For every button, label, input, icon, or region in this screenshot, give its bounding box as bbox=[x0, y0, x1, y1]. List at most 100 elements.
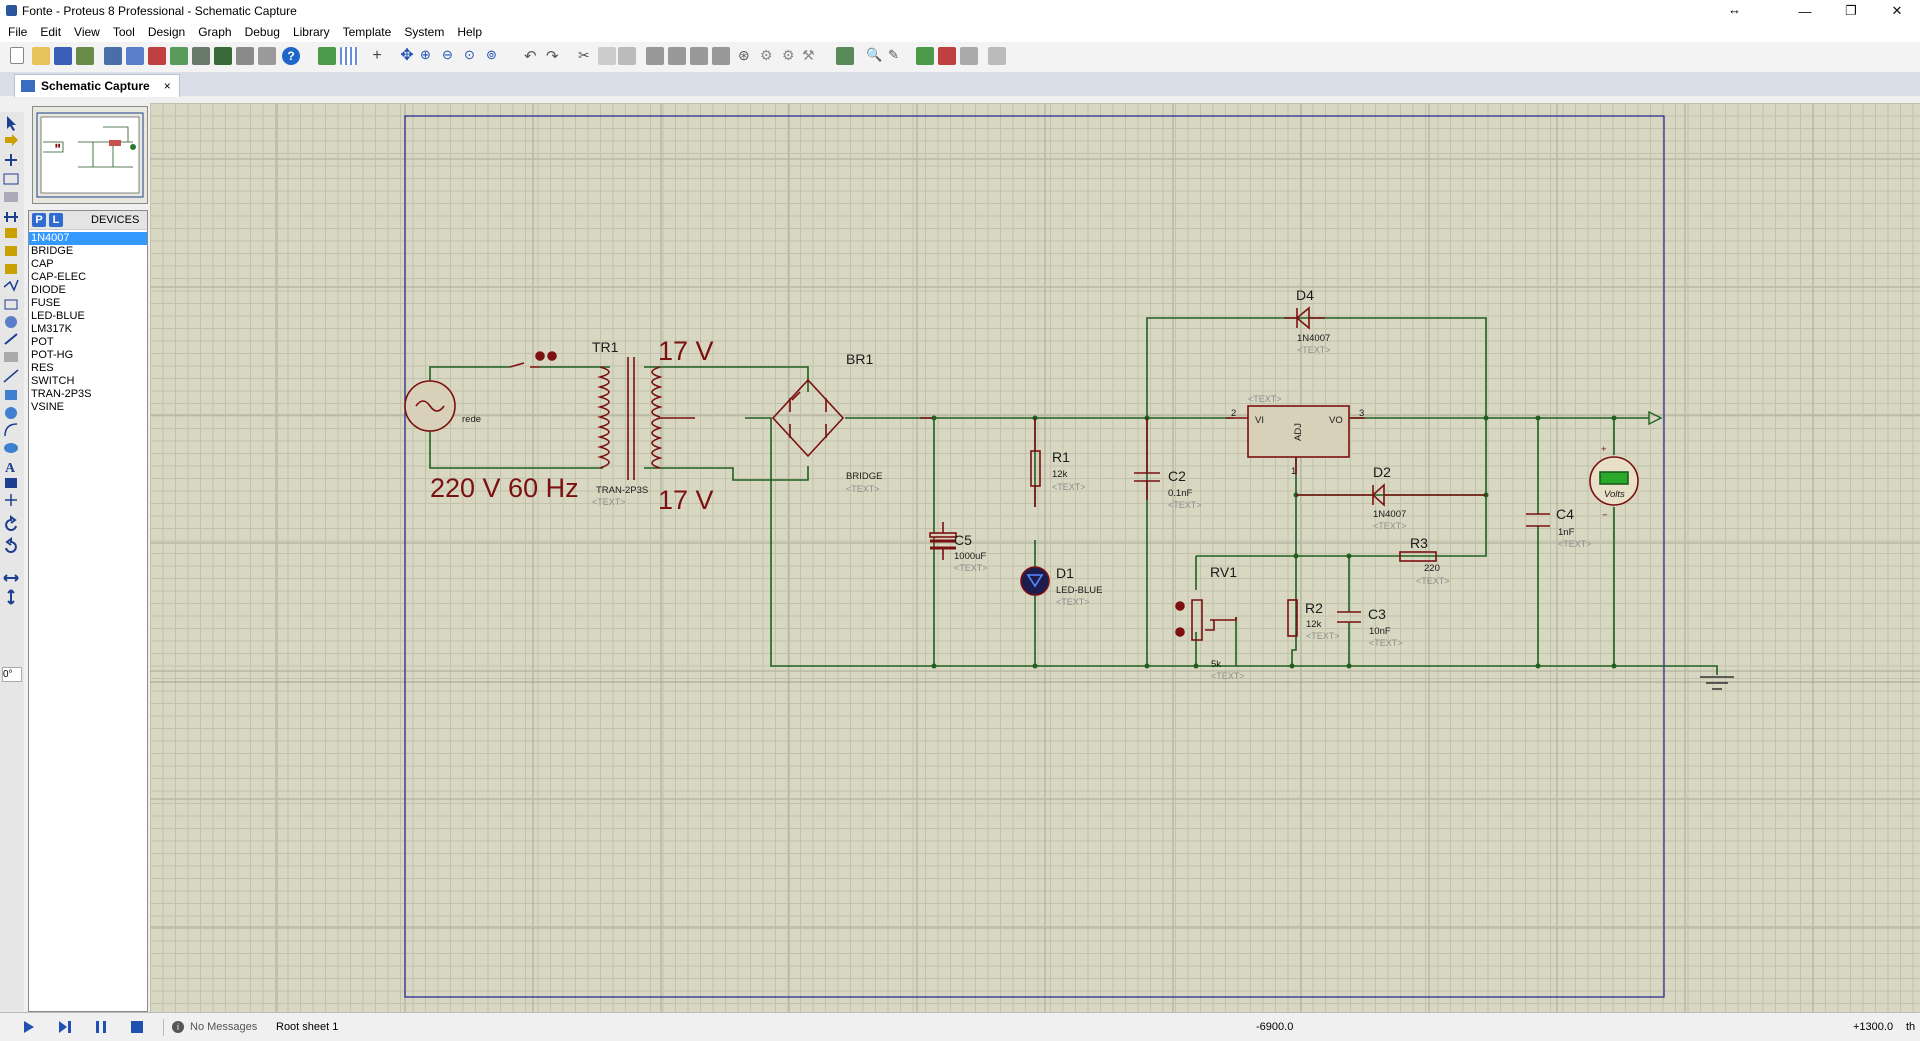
list-item[interactable]: VSINE bbox=[31, 401, 65, 413]
wire-autorouter-icon[interactable] bbox=[836, 47, 854, 65]
packaging-icon[interactable]: ⚙ bbox=[782, 47, 795, 63]
pcb-icon[interactable] bbox=[148, 47, 166, 65]
maximize-button[interactable]: ❐ bbox=[1845, 3, 1857, 18]
mode-tool-icons[interactable]: A bbox=[0, 112, 24, 732]
list-item[interactable]: RES bbox=[31, 362, 54, 374]
close-button[interactable]: ✕ bbox=[1891, 3, 1903, 18]
menu-system[interactable]: System bbox=[404, 25, 445, 39]
schematic-icon[interactable] bbox=[126, 47, 144, 65]
c4-text: <TEXT> bbox=[1558, 539, 1592, 549]
import-icon[interactable] bbox=[76, 47, 94, 65]
overview-window[interactable]: ▮▮ bbox=[32, 106, 148, 204]
rotation-angle-field[interactable]: 0° bbox=[2, 667, 22, 682]
gerber-icon[interactable] bbox=[192, 47, 210, 65]
open-folder-icon[interactable] bbox=[32, 47, 50, 65]
step-icon[interactable] bbox=[58, 1020, 72, 1034]
c4-ref: C4 bbox=[1556, 506, 1574, 522]
zoom-out-icon[interactable]: ⊖ bbox=[442, 47, 453, 62]
block-copy-icon[interactable] bbox=[646, 47, 664, 65]
symbol-tool-icon bbox=[5, 478, 17, 488]
new-file-icon[interactable] bbox=[10, 47, 24, 64]
pick-device-icon[interactable]: ⊛ bbox=[738, 47, 750, 63]
r1-ref: R1 bbox=[1052, 449, 1070, 465]
design-explorer-icon[interactable] bbox=[214, 47, 232, 65]
remove-sheet-icon[interactable] bbox=[938, 47, 956, 65]
list-item[interactable]: CAP bbox=[31, 258, 54, 270]
help-icon[interactable]: ? bbox=[282, 47, 300, 65]
minimize-button[interactable]: — bbox=[1798, 3, 1812, 19]
devices-title: DEVICES bbox=[91, 214, 140, 226]
list-item[interactable]: LM317K bbox=[31, 323, 72, 335]
pause-icon[interactable] bbox=[94, 1020, 108, 1034]
list-item[interactable]: POT-HG bbox=[31, 349, 74, 361]
schematic-canvas[interactable]: 17 V 17 V 220 V 60 Hz TR1 BR1 C5 R1 D1 C… bbox=[150, 103, 1920, 1012]
tab-schematic-capture[interactable]: Schematic Capture × bbox=[14, 74, 180, 97]
make-device-icon[interactable]: ⚙ bbox=[760, 47, 773, 63]
property-tool-icon[interactable]: ✎ bbox=[888, 47, 899, 62]
pan-icon[interactable]: ✥ bbox=[400, 47, 414, 64]
list-item[interactable]: LED-BLUE bbox=[31, 310, 85, 322]
list-item[interactable]: TRAN-2P3S bbox=[31, 388, 92, 400]
message-status[interactable]: No Messages bbox=[190, 1021, 258, 1033]
block-delete-icon[interactable] bbox=[712, 47, 730, 65]
r3-value: 220 bbox=[1424, 563, 1440, 574]
zoom-in-icon[interactable]: ⊕ bbox=[420, 47, 431, 62]
menu-help[interactable]: Help bbox=[457, 25, 483, 39]
home-icon[interactable] bbox=[104, 47, 122, 65]
grid-icon[interactable] bbox=[340, 47, 358, 65]
menu-template[interactable]: Template bbox=[342, 25, 392, 39]
exit-to-parent-icon[interactable] bbox=[960, 47, 978, 65]
refresh-icon[interactable] bbox=[318, 47, 336, 65]
zoom-all-icon[interactable]: ⊙ bbox=[464, 47, 475, 62]
title-bar: Fonte - Proteus 8 Professional - Schemat… bbox=[0, 0, 1920, 22]
tab-close-icon[interactable]: × bbox=[163, 79, 171, 93]
notes-icon[interactable] bbox=[258, 47, 276, 65]
zoom-area-icon[interactable]: ⊚ bbox=[486, 47, 497, 62]
paste-icon[interactable] bbox=[618, 47, 636, 65]
block-rotate-icon[interactable] bbox=[690, 47, 708, 65]
menu-file[interactable]: File bbox=[8, 25, 28, 39]
rotate-anticlockwise-icon bbox=[5, 537, 17, 553]
save-icon[interactable] bbox=[54, 47, 72, 65]
device-list[interactable]: 1N4007 BRIDGE CAP CAP-ELEC DIODE FUSE LE… bbox=[29, 232, 147, 414]
br1-text: <TEXT> bbox=[846, 484, 880, 494]
bom-icon[interactable] bbox=[236, 47, 254, 65]
report-icon[interactable] bbox=[988, 47, 1006, 65]
menu-design[interactable]: Design bbox=[147, 25, 186, 39]
pick-devices-button[interactable]: P bbox=[32, 213, 46, 227]
new-sheet-icon[interactable] bbox=[916, 47, 934, 65]
list-item[interactable]: FUSE bbox=[31, 297, 61, 309]
redo-icon[interactable]: ↷ bbox=[546, 48, 559, 65]
selection-mode-icon bbox=[7, 116, 16, 131]
menu-view[interactable]: View bbox=[74, 25, 100, 39]
3d-icon[interactable] bbox=[170, 47, 188, 65]
list-item[interactable]: CAP-ELEC bbox=[31, 271, 87, 283]
menu-library[interactable]: Library bbox=[292, 25, 330, 39]
list-item[interactable]: SWITCH bbox=[31, 375, 75, 387]
unit-label: th bbox=[1906, 1021, 1916, 1033]
origin-icon[interactable]: + bbox=[372, 47, 382, 64]
search-icon[interactable]: 🔍 bbox=[866, 47, 883, 62]
resize-icon[interactable]: ↔ bbox=[1728, 2, 1741, 17]
graph-mode-icon bbox=[3, 279, 19, 292]
cut-icon[interactable]: ✂ bbox=[578, 47, 590, 63]
info-icon: i bbox=[172, 1021, 184, 1033]
list-item[interactable]: DIODE bbox=[31, 284, 66, 296]
list-item[interactable]: POT bbox=[31, 336, 54, 348]
library-manager-button[interactable]: L bbox=[49, 213, 63, 227]
menu-graph[interactable]: Graph bbox=[198, 25, 232, 39]
list-item[interactable]: 1N4007 bbox=[29, 232, 147, 245]
list-item[interactable]: BRIDGE bbox=[31, 245, 74, 257]
rv1-value: 5k bbox=[1211, 659, 1221, 670]
r2-text: <TEXT> bbox=[1306, 631, 1340, 641]
schematic-drawing[interactable]: 17 V 17 V 220 V 60 Hz TR1 BR1 C5 R1 D1 C… bbox=[150, 103, 1920, 1012]
undo-icon[interactable]: ↶ bbox=[524, 48, 537, 65]
menu-debug[interactable]: Debug bbox=[244, 25, 280, 39]
menu-tool[interactable]: Tool bbox=[112, 25, 135, 39]
decompose-icon[interactable]: ⚒ bbox=[802, 47, 815, 63]
copy-icon[interactable] bbox=[598, 47, 616, 65]
play-icon[interactable] bbox=[22, 1020, 36, 1034]
stop-icon[interactable] bbox=[130, 1020, 144, 1034]
block-move-icon[interactable] bbox=[668, 47, 686, 65]
menu-edit[interactable]: Edit bbox=[40, 25, 62, 39]
